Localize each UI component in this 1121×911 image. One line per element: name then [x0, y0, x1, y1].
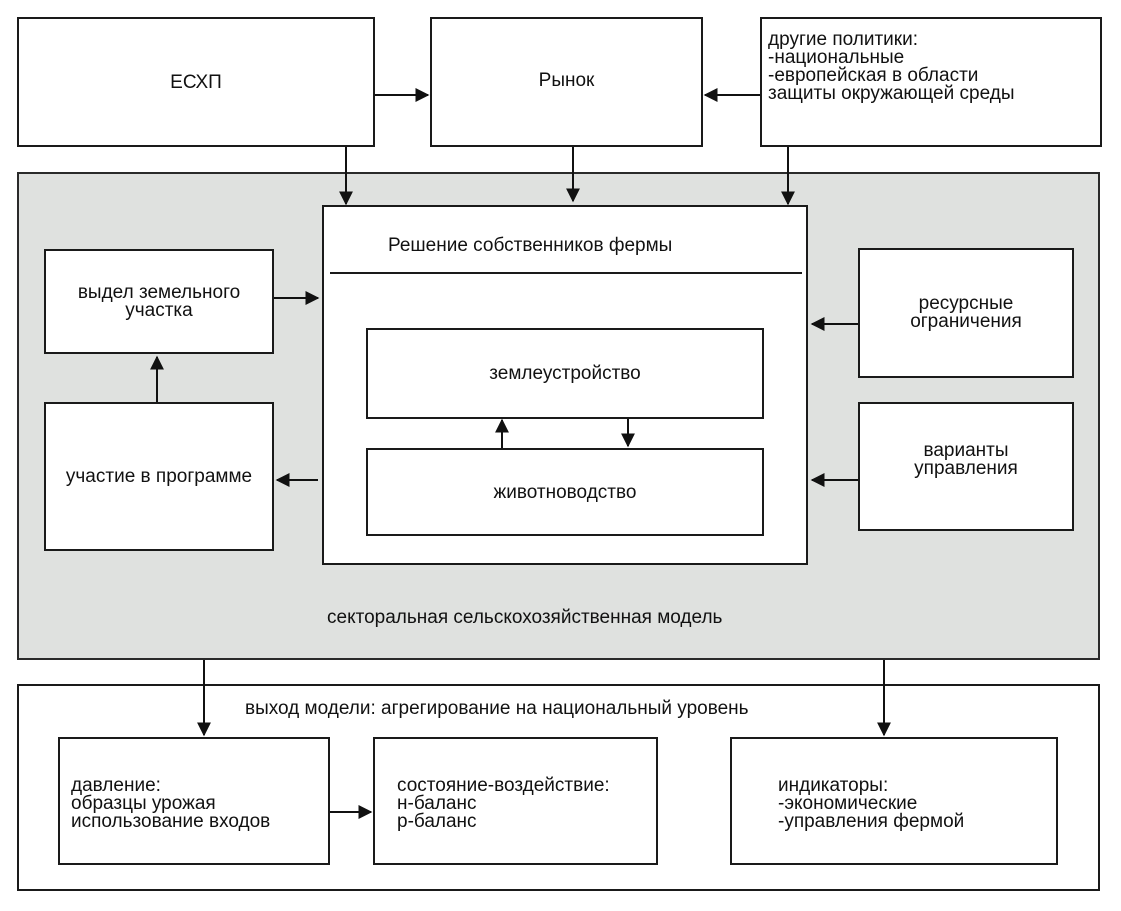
farm-decision-divider	[330, 272, 802, 274]
management-options-box: варианты управления	[858, 402, 1074, 531]
indicators-title: индикаторы:	[778, 775, 889, 796]
farm-decision-title: Решение собственников фермы	[388, 235, 673, 256]
other-policies-line-1: -национальные	[768, 47, 905, 68]
eschp-label: ЕСХП	[170, 71, 222, 93]
program-participation-label: участие в программе	[65, 466, 253, 487]
pressure-line-2: использование входов	[71, 811, 271, 832]
indicators-line-1: -экономические	[778, 793, 918, 814]
indicators-box: индикаторы: -экономические -управления ф…	[730, 737, 1058, 865]
land-allocation-line-2: участка	[125, 299, 193, 321]
land-allocation-box: выдел земельного участка	[44, 249, 274, 354]
eschp-box: ЕСХП	[17, 17, 375, 147]
other-policies-box: другие политики: -национальные -европейс…	[760, 17, 1102, 147]
state-impact-title: состояние-воздействие:	[397, 775, 610, 796]
resource-constraints-line-1: ресурсные	[918, 293, 1014, 314]
pressure-box: давление: образцы урожая использование в…	[58, 737, 330, 865]
land-allocation-line-1: выдел земельного	[77, 281, 241, 303]
pressure-title: давление:	[71, 775, 161, 796]
program-participation-box: участие в программе	[44, 402, 274, 551]
management-options-line-1: варианты	[923, 440, 1009, 461]
resource-constraints-line-2: ограничения	[910, 311, 1022, 332]
state-impact-box: состояние-воздействие: н-баланс р-баланс	[373, 737, 658, 865]
market-box: Рынок	[430, 17, 703, 147]
management-options-line-2: управления	[914, 458, 1018, 479]
livestock-label: животноводство	[493, 481, 637, 503]
other-policies-line-2: -европейская в области	[768, 65, 979, 86]
state-impact-line-2: р-баланс	[397, 811, 477, 832]
indicators-line-2: -управления фермой	[778, 811, 965, 832]
land-management-box: землеустройство	[366, 328, 764, 419]
model-output-title: выход модели: агрегирование на националь…	[245, 698, 749, 719]
sector-model-label: секторальная сельскохозяйственная модель	[327, 607, 723, 628]
pressure-line-1: образцы урожая	[71, 793, 216, 814]
other-policies-title: другие политики:	[768, 29, 918, 50]
land-management-label: землеустройство	[489, 363, 641, 384]
livestock-box: животноводство	[366, 448, 764, 536]
state-impact-line-1: н-баланс	[397, 793, 477, 814]
market-label: Рынок	[538, 70, 595, 91]
other-policies-line-3: защиты окружающей среды	[768, 83, 1015, 104]
resource-constraints-box: ресурсные ограничения	[858, 248, 1074, 378]
